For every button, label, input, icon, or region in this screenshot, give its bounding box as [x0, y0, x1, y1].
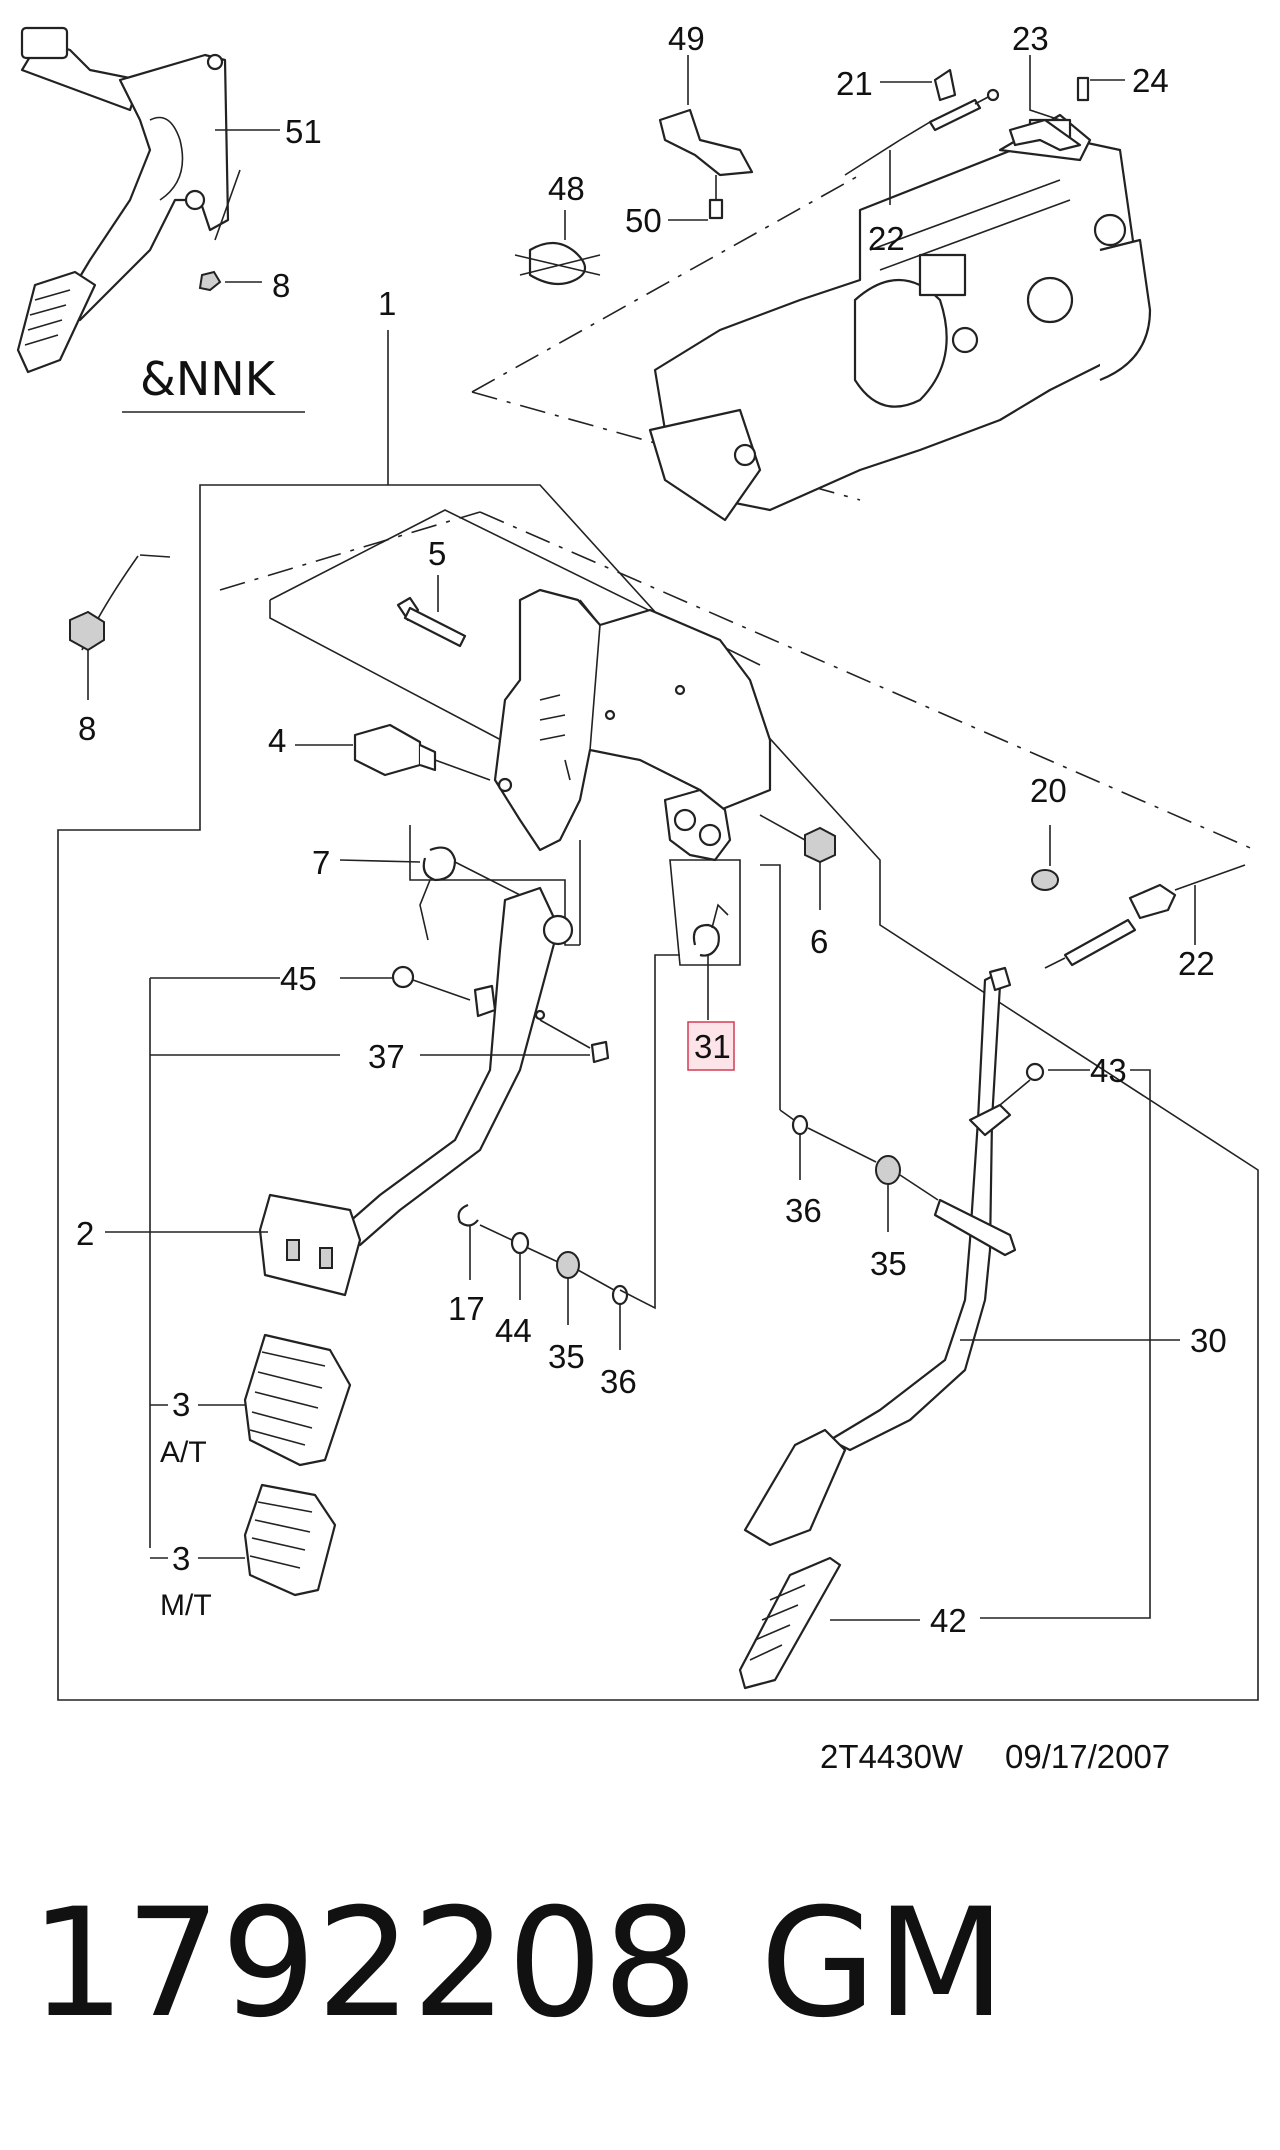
part-8-nut: [69, 610, 105, 700]
part-2-brake-pedal: [105, 886, 574, 1297]
callout-8-top: 8: [272, 267, 290, 304]
variant-at: A/T: [160, 1436, 207, 1469]
throttle-cable-top: [844, 55, 1125, 205]
callout-1: 1: [378, 285, 396, 322]
callout-4: 4: [268, 722, 286, 759]
accelerator-pivot-hardware: [760, 864, 1017, 1257]
brake-pedal-bracket: [269, 509, 772, 862]
callout-35-right: 35: [870, 1245, 907, 1282]
callout-31: 31: [694, 1028, 731, 1065]
callout-8-left: 8: [78, 710, 96, 747]
callout-48: 48: [548, 170, 585, 207]
pedal-pad-mt: [243, 1483, 337, 1597]
diagram-date: 09/17/2007: [1005, 1738, 1170, 1775]
callout-35-left: 35: [548, 1338, 585, 1375]
callout-49: 49: [668, 20, 705, 57]
part-31-spring: [669, 859, 741, 1020]
callout-3-at: 3: [172, 1386, 190, 1423]
callout-5: 5: [428, 535, 446, 572]
part-30-accelerator-pedal: [743, 966, 1180, 1619]
header-label: &NNK: [140, 352, 277, 406]
callout-43: 43: [1090, 1052, 1127, 1089]
callout-51: 51: [285, 113, 322, 150]
callout-24: 24: [1132, 62, 1169, 99]
part-5-bolt: [396, 575, 467, 648]
accelerator-pedal-module: [16, 26, 280, 374]
highlight-box-31: [687, 1021, 735, 1071]
callout-22-right: 22: [1178, 945, 1215, 982]
part-number: 1792208: [30, 1877, 698, 2051]
callout-21: 21: [836, 65, 873, 102]
pedal-pad-at: [243, 1333, 352, 1467]
callout-23: 23: [1012, 20, 1049, 57]
part-4-stop-switch: [295, 723, 513, 793]
parts-45-37: [149, 965, 610, 1548]
callout-17: 17: [448, 1290, 485, 1327]
callout-3-mt: 3: [172, 1540, 190, 1577]
part-42-accelerator-pad: [738, 1556, 920, 1690]
pedal-support-assembly: [471, 113, 1152, 522]
variant-mt: M/T: [160, 1589, 212, 1622]
callout-6: 6: [810, 923, 828, 960]
callout-2: 2: [76, 1215, 94, 1252]
callout-22-top: 22: [868, 220, 905, 257]
callout-50: 50: [625, 202, 662, 239]
callout-42: 42: [930, 1602, 967, 1639]
pedal-assembly-outline: [57, 330, 1259, 1701]
callout-37: 37: [368, 1038, 405, 1075]
part-6-nut: [759, 814, 836, 910]
part-50-bolt: [668, 175, 724, 221]
callout-45: 45: [280, 960, 317, 997]
brake-pivot-hardware: [457, 954, 680, 1350]
brand-label: GM: [760, 1877, 1006, 2051]
callout-20: 20: [1030, 772, 1067, 809]
callout-36-left: 36: [600, 1363, 637, 1400]
callout-7: 7: [312, 844, 330, 881]
throttle-cable-lower: [1031, 825, 1246, 969]
diagram-code: 2T4430W: [820, 1738, 964, 1775]
part-48-clip: [514, 210, 601, 286]
callout-30: 30: [1190, 1322, 1227, 1359]
callout-44: 44: [495, 1312, 532, 1349]
part-7-return-spring: [339, 825, 581, 946]
callout-36-right: 36: [785, 1192, 822, 1229]
part-49-bracket: [658, 55, 754, 177]
